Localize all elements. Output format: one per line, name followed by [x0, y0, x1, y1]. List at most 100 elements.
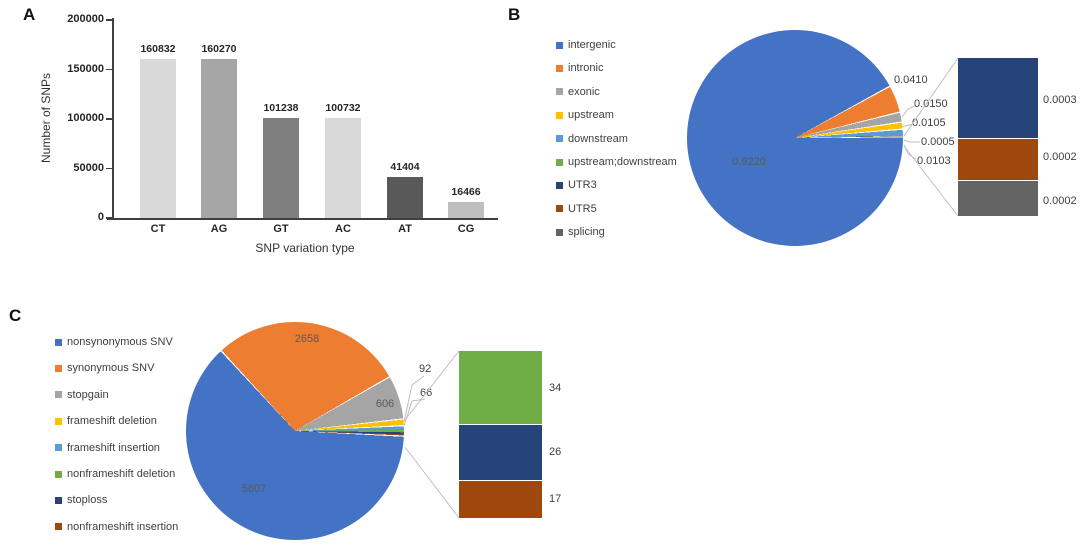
legend-item-upstream: upstream — [556, 109, 614, 121]
y-tick-label: 150000 — [67, 62, 104, 75]
legend-swatch — [556, 111, 563, 119]
panel-a-label: A — [23, 5, 36, 24]
bar-chart-x-axis-line — [107, 218, 498, 220]
breakout-connector-top — [404, 350, 460, 421]
legend-item-stoploss: stoploss — [55, 494, 107, 506]
breakout-segment-utr5 — [958, 138, 1038, 180]
bar-column-ac: 100732 — [313, 102, 373, 218]
y-tick-label: 50000 — [73, 161, 104, 174]
legend-swatch — [55, 496, 62, 504]
legend-item-label: exonic — [568, 85, 600, 98]
callout-intronic: 0.0410 — [894, 74, 928, 86]
bar-value-label: 160270 — [201, 43, 237, 56]
breakout-segment-utr3 — [958, 58, 1038, 138]
bar-value-label: 16466 — [451, 185, 481, 198]
legend-item-splicing: splicing — [556, 226, 605, 238]
bar-at — [387, 177, 423, 218]
bar-cg — [448, 201, 484, 218]
breakout-connector-bottom — [404, 446, 460, 519]
bar-chart-x-axis-title: SNP variation type — [255, 241, 355, 255]
breakout-segment-splicing — [958, 180, 1038, 216]
breakout-value-utr5: 0.0002 — [1043, 151, 1077, 163]
legend-item-label: splicing — [568, 226, 605, 239]
legend-item-label: upstream;downstream — [568, 156, 677, 168]
legend-item-label: nonframeshift insertion — [67, 520, 179, 533]
leader-line-downstream — [903, 144, 917, 160]
legend-item-label: frameshift insertion — [67, 441, 160, 454]
legend-item-frameshift-deletion: frameshift deletion — [55, 415, 157, 427]
legend-item-label: downstream — [568, 132, 628, 145]
legend-item-exonic: exonic — [556, 86, 600, 98]
legend-item-label: stoploss — [67, 494, 108, 507]
pie-slice-label-intergenic: 0.9220 — [732, 156, 766, 168]
legend-swatch — [55, 523, 62, 531]
breakout-value-splicing: 0.0002 — [1043, 195, 1077, 207]
breakout-segment-nonframeshift-deletion — [459, 351, 542, 424]
panel-c-label: C — [9, 306, 22, 325]
bar-value-label: 101238 — [263, 101, 299, 114]
y-tick-label: 0 — [97, 211, 104, 223]
legend-swatch — [55, 338, 62, 346]
legend-swatch — [55, 364, 62, 372]
legend-swatch — [556, 41, 563, 49]
x-category-label: AG — [210, 223, 228, 235]
breakout-segment-nonframeshift-insertion — [459, 480, 542, 518]
legend-item-utr3: UTR3 — [556, 179, 597, 191]
legend-item-label: stopgain — [67, 388, 109, 401]
legend-item-label: UTR5 — [568, 202, 597, 215]
bar-column-gt: 101238 — [251, 102, 311, 218]
bar-ag — [201, 59, 237, 218]
legend-item-frameshift-insertion: frameshift insertion — [55, 442, 160, 454]
legend-item-synonymous-snv: synonymous SNV — [55, 362, 154, 374]
legend-swatch — [55, 470, 62, 478]
bar-chart-y-axis-line — [112, 18, 114, 219]
y-tick-mark — [106, 68, 112, 71]
callout-frameshift-deletion: 92 — [419, 363, 432, 375]
legend-item-downstream: downstream — [556, 133, 628, 145]
bar-column-ag: 160270 — [189, 43, 249, 218]
panel-b-label: B — [508, 5, 521, 24]
x-category-label: AC — [335, 223, 351, 235]
legend-item-label: frameshift deletion — [67, 415, 157, 428]
leader-line-frameshift-insertion — [403, 398, 426, 427]
y-tick-mark — [106, 167, 112, 170]
y-tick-mark — [106, 217, 112, 219]
legend-swatch — [556, 135, 563, 143]
bar-value-label: 160832 — [140, 42, 176, 55]
leader-line-frameshift-deletion — [403, 375, 425, 423]
x-category-label: CG — [457, 223, 475, 235]
callout-upstream: 0.0105 — [912, 117, 946, 129]
breakout-segment-stoploss — [459, 424, 542, 480]
breakout-value-nonframeshift-insertion: 17 — [549, 493, 562, 505]
bar-gt — [263, 117, 299, 218]
legend-item-intergenic: intergenic — [556, 39, 616, 51]
legend-item-label: intergenic — [568, 39, 616, 51]
x-category-label: AT — [398, 223, 412, 235]
pie-slice-label-nonsynonymous: 5807 — [241, 483, 267, 495]
leader-line-upstream-downstream — [903, 139, 920, 143]
legend-item-intronic: intronic — [556, 62, 603, 74]
x-category-label: CT — [150, 223, 166, 235]
legend-swatch — [556, 64, 563, 72]
legend-swatch — [556, 205, 563, 213]
small-effects-breakout-bar — [459, 351, 542, 518]
legend-item-label: nonframeshift deletion — [67, 468, 176, 480]
legend-item-label: nonsynonymous SNV — [67, 336, 173, 348]
breakout-value-stoploss: 26 — [549, 446, 562, 458]
pie-slice-label-synonymous: 2658 — [294, 333, 320, 345]
legend-swatch — [556, 158, 563, 166]
breakout-value-utr3: 0.0003 — [1043, 94, 1077, 106]
legend-item-utr5: UTR5 — [556, 203, 597, 215]
legend-item-label: upstream — [568, 109, 614, 122]
legend-item-label: intronic — [568, 62, 604, 75]
pie-slice-label-stopgain: 606 — [375, 398, 395, 410]
callout-frameshift-insertion: 66 — [420, 387, 433, 399]
legend-swatch — [55, 391, 62, 399]
bar-column-at: 41404 — [375, 161, 435, 218]
annotation-pie-chart — [687, 30, 903, 246]
legend-item-nonframeshift-deletion: nonframeshift deletion — [55, 468, 175, 480]
bar-chart-y-axis-title: Number of SNPs — [39, 72, 53, 164]
y-tick-mark — [106, 118, 112, 120]
bar-value-label: 41404 — [390, 161, 420, 173]
